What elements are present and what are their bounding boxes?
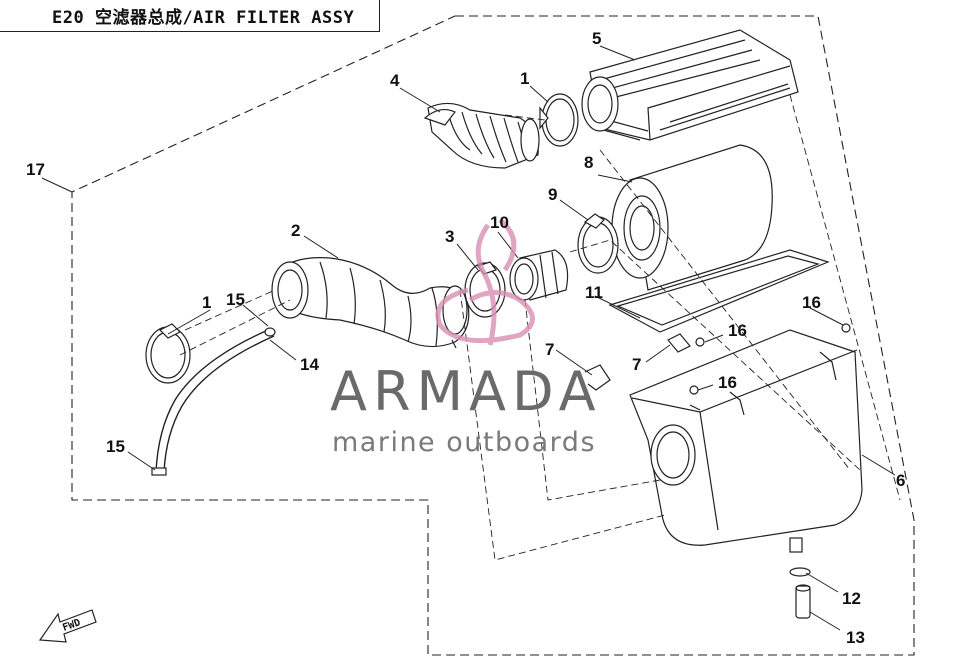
callout-17: 17	[26, 160, 45, 179]
callout-10: 10	[490, 213, 509, 232]
callout-1-top: 1	[520, 69, 529, 88]
assembly-boundary-17	[71, 15, 915, 656]
gasket-11	[608, 249, 830, 333]
callout-4: 4	[390, 71, 400, 90]
callout-9: 9	[548, 185, 557, 204]
clip-7a	[584, 364, 611, 391]
callout-3: 3	[445, 227, 454, 246]
hose-clamp-9	[577, 213, 619, 274]
callout-8: 8	[584, 153, 593, 172]
callout-16-middle: 16	[728, 321, 747, 340]
callout-7-right: 7	[632, 355, 641, 374]
callout-numbers: 5 4 1 8 9 10 3 2 1 15 14 15 11 7 7 16 16…	[26, 29, 905, 647]
air-box-body-6	[629, 323, 863, 553]
callout-1-left: 1	[202, 293, 211, 312]
callout-16-upper: 16	[802, 293, 821, 312]
clip-7b	[667, 333, 691, 353]
air-filter-element-8	[611, 144, 773, 291]
callout-13: 13	[846, 628, 865, 647]
alignment-lines	[179, 94, 901, 561]
callout-15-upper: 15	[226, 290, 245, 309]
armada-watermark: ARMADA marine outboards	[330, 218, 602, 458]
small-clamp-12	[789, 567, 811, 577]
armada-logo-icon	[435, 218, 535, 346]
watermark-tagline: marine outboards	[332, 427, 596, 458]
callout-11: 11	[585, 283, 603, 302]
callout-5: 5	[592, 29, 601, 48]
watermark-name: ARMADA	[330, 360, 602, 423]
drain-hose-14	[151, 327, 276, 476]
hose-clamp-1-top	[539, 93, 579, 147]
callout-6: 6	[896, 471, 905, 490]
forward-direction-indicator: FWD	[38, 609, 97, 643]
intake-bellows-4	[423, 102, 540, 169]
hose-clamp-1-left	[145, 323, 191, 384]
leader-lines	[41, 45, 896, 631]
coupler-sleeve-10	[509, 249, 569, 301]
callout-12: 12	[842, 589, 861, 608]
callout-16-lower: 16	[718, 373, 737, 392]
callout-14: 14	[300, 355, 319, 374]
diagram-title: E20 空滤器总成/AIR FILTER ASSY	[0, 0, 380, 32]
drain-plug-13	[795, 584, 811, 619]
callout-7-left: 7	[545, 340, 554, 359]
intake-duct-2	[271, 257, 470, 349]
callout-2: 2	[291, 221, 300, 240]
fwd-arrow-icon	[38, 609, 97, 643]
air-box-cover-5	[581, 29, 799, 141]
callout-15-lower: 15	[106, 437, 125, 456]
